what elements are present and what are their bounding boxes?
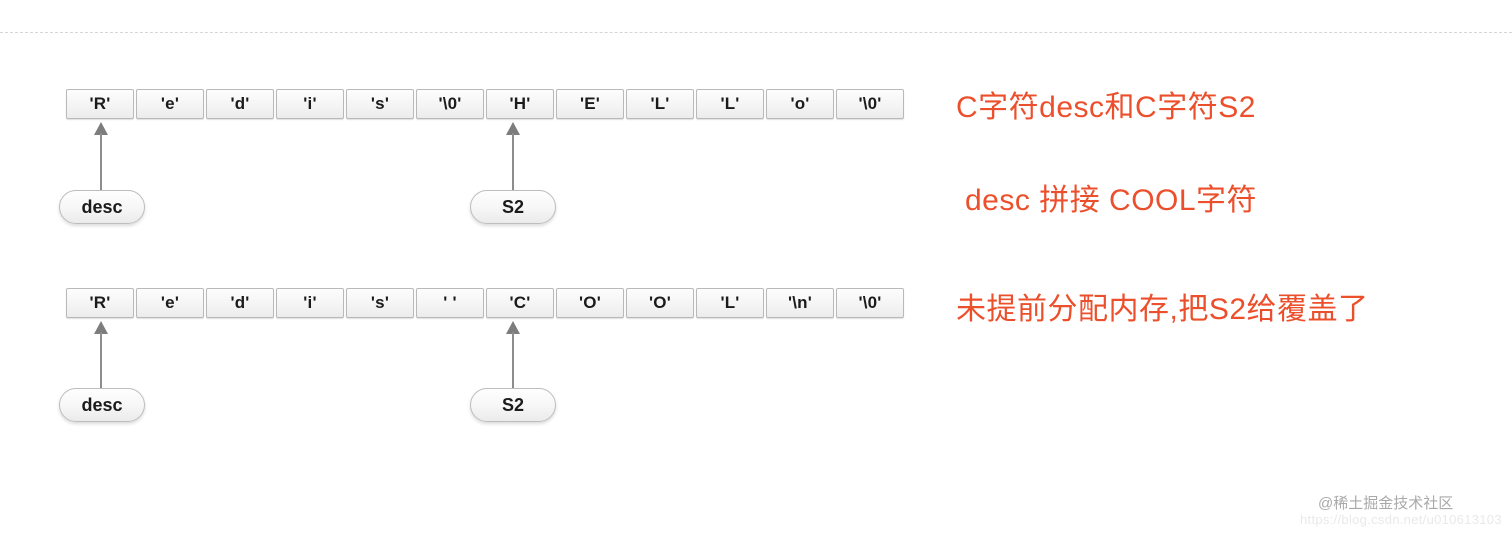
arrow-stem (512, 133, 514, 203)
pointer-label-desc: desc (59, 190, 145, 224)
top-divider (0, 32, 1512, 33)
pointer-label-desc: desc (59, 388, 145, 422)
memory-cell: 'O' (556, 288, 624, 318)
pointer-arrow-icon (502, 321, 524, 402)
watermark-url: https://blog.csdn.net/u010613103 (1300, 512, 1502, 527)
memory-cell: '\0' (416, 89, 484, 119)
watermark-handle: @稀土掘金技术社区 (1318, 495, 1454, 512)
memory-cell: 'o' (766, 89, 834, 119)
pointer-arrow-icon (90, 122, 112, 203)
memory-cell: 'e' (136, 89, 204, 119)
arrow-stem (100, 133, 102, 203)
memory-cell: 'C' (486, 288, 554, 318)
memory-cell: 'H' (486, 89, 554, 119)
memory-cell: 'L' (696, 89, 764, 119)
memory-cell: 'R' (66, 288, 134, 318)
pointer-label-s2: S2 (470, 190, 556, 224)
memory-cell: '\0' (836, 89, 904, 119)
pointer-arrow-icon (90, 321, 112, 402)
memory-cell: 'R' (66, 89, 134, 119)
memory-row-after: 'R' 'e' 'd' 'i' 's' ' ' 'C' 'O' 'O' 'L' … (66, 288, 904, 320)
pointer-arrow-icon (502, 122, 524, 203)
memory-cell: 'e' (136, 288, 204, 318)
arrow-head-icon (506, 122, 520, 135)
annotation-note-2: desc 拼接 COOL字符 (965, 184, 1258, 217)
memory-cell: 'L' (696, 288, 764, 318)
arrow-stem (100, 332, 102, 402)
pointer-label-s2: S2 (470, 388, 556, 422)
arrow-stem (512, 332, 514, 402)
memory-cell: 'd' (206, 288, 274, 318)
arrow-head-icon (94, 321, 108, 334)
memory-cell: '\n' (766, 288, 834, 318)
arrow-head-icon (506, 321, 520, 334)
memory-cell: 's' (346, 89, 414, 119)
memory-row-before: 'R' 'e' 'd' 'i' 's' '\0' 'H' 'E' 'L' 'L'… (66, 89, 904, 121)
memory-cell: 'i' (276, 288, 344, 318)
memory-cell: 'i' (276, 89, 344, 119)
memory-cell: 'O' (626, 288, 694, 318)
annotation-note-3: 未提前分配内存,把S2给覆盖了 (956, 293, 1369, 326)
arrow-head-icon (94, 122, 108, 135)
memory-cell: 'E' (556, 89, 624, 119)
memory-cell: 's' (346, 288, 414, 318)
annotation-note-1: C字符desc和C字符S2 (956, 91, 1256, 124)
memory-cell: ' ' (416, 288, 484, 318)
memory-cell: 'L' (626, 89, 694, 119)
memory-cell: '\0' (836, 288, 904, 318)
memory-cell: 'd' (206, 89, 274, 119)
